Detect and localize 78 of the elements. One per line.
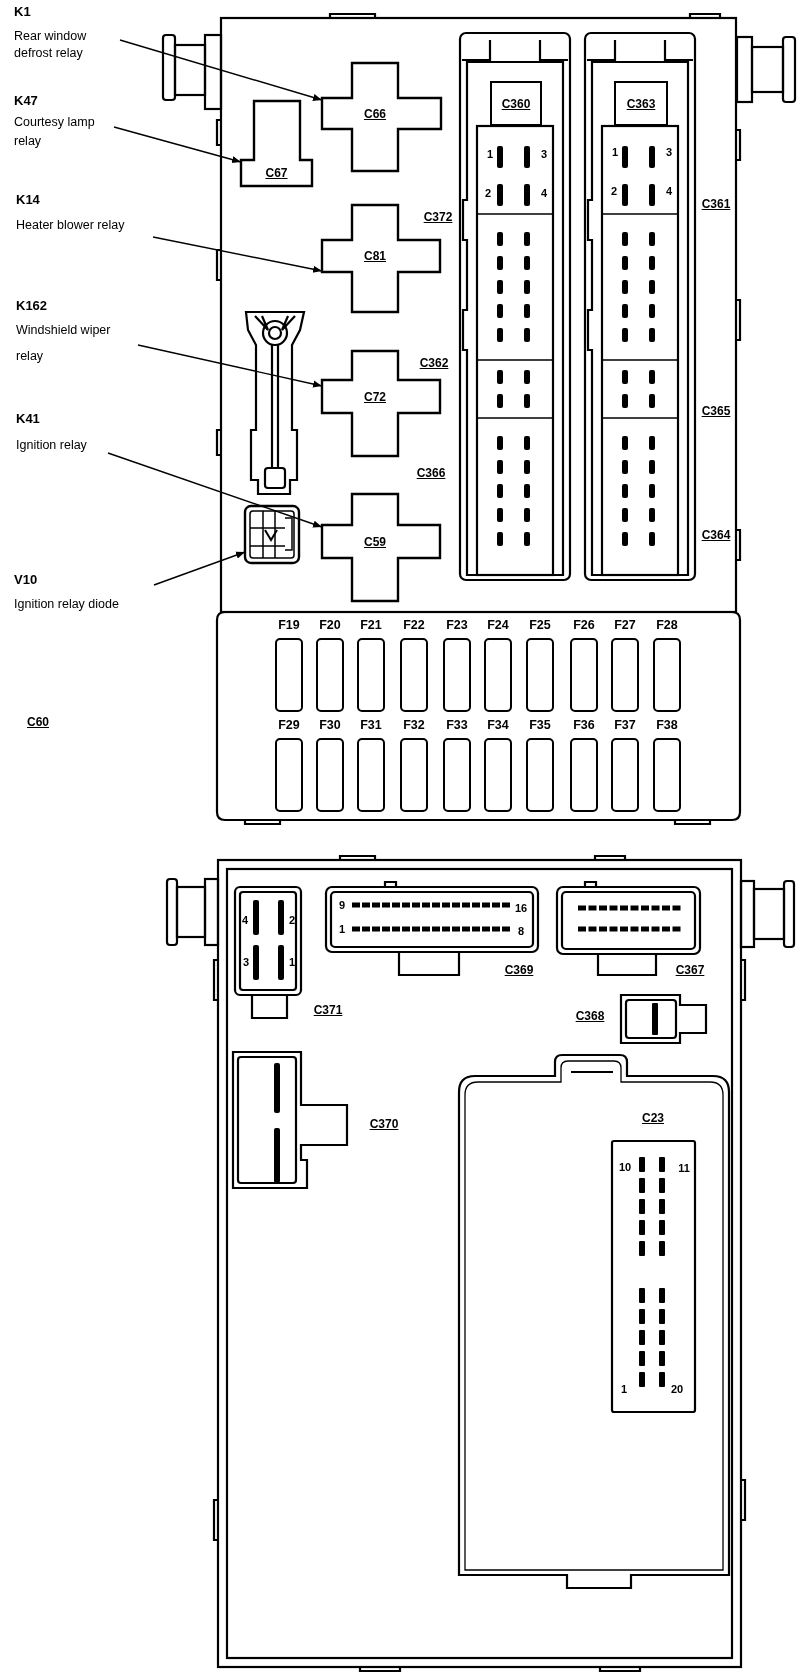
pin-number: 3 [665, 146, 673, 158]
connector-code: C72 [364, 390, 386, 403]
pin-number: 4 [665, 185, 673, 197]
part-description: Ignition relay diode [14, 596, 119, 613]
pin-number: 20 [670, 1383, 684, 1395]
part-description: Heater blower relay [16, 217, 125, 234]
fuse-number: F22 [402, 617, 426, 634]
pin-number: 1 [288, 956, 296, 968]
connector-code: C369 [504, 964, 534, 976]
pin-number: 4 [540, 187, 548, 199]
pin-number: 1 [611, 146, 619, 158]
pin-number: 2 [288, 914, 296, 926]
connector-code: C67 [265, 167, 288, 179]
part-description: Rear window defrost relay [14, 28, 88, 62]
fuse-number: F28 [655, 617, 679, 634]
connector-code: C365 [701, 405, 731, 417]
leader-line [152, 236, 323, 273]
part-code: K1 [14, 4, 31, 20]
connector-tag: C363 [614, 81, 668, 126]
part-code: K162 [16, 298, 48, 314]
fuse-number: F24 [486, 617, 510, 634]
pin-number: 3 [242, 956, 250, 968]
fuse-number: F23 [445, 617, 469, 634]
part-code: V10 [14, 572, 38, 588]
leader-line [153, 551, 246, 586]
connector-code: C371 [313, 1004, 343, 1016]
fuse-number: F36 [572, 717, 596, 734]
pin-number: 2 [610, 185, 618, 197]
connector-code: C361 [701, 198, 731, 210]
fuse-number: F35 [528, 717, 552, 734]
fuse-number: F38 [655, 717, 679, 734]
pin-number: 11 [678, 1162, 690, 1174]
pin-number: 10 [618, 1161, 632, 1173]
fuse-number: F31 [359, 717, 383, 734]
connector-code: C372 [423, 211, 453, 223]
fuse-number: F32 [402, 717, 426, 734]
connector-code: C370 [369, 1118, 399, 1130]
fuse-number: F33 [445, 717, 469, 734]
fuse-number: F20 [318, 617, 342, 634]
connector-code: C362 [419, 357, 449, 369]
part-code: K41 [16, 411, 40, 427]
connector-code: C366 [416, 467, 446, 479]
fuse-number: F30 [318, 717, 342, 734]
fuse-number: F34 [486, 717, 510, 734]
pin-number: 8 [517, 925, 525, 937]
pin-number: 1 [338, 923, 346, 935]
connector-code: C23 [642, 1112, 664, 1124]
connector-tag: C360 [490, 81, 542, 126]
fuse-number: F19 [277, 617, 301, 634]
pin-number: 2 [484, 187, 492, 199]
part-code: K47 [14, 93, 38, 109]
fuse-number: F37 [613, 717, 637, 734]
fuse-number: F27 [613, 617, 637, 634]
pin-number: 1 [620, 1383, 628, 1395]
connector-code: C59 [364, 535, 386, 548]
connector-code: C60 [27, 716, 49, 728]
fuse-number: F29 [277, 717, 301, 734]
connector-code: C81 [364, 250, 386, 262]
part-description: Ignition relay [16, 437, 87, 454]
leader-line [113, 126, 242, 164]
fuse-number: F26 [572, 617, 596, 634]
pin-number: 3 [540, 148, 548, 160]
connector-code: C367 [675, 964, 705, 976]
part-description: Windshield wiper relay [16, 322, 112, 365]
leader-line [107, 452, 323, 528]
fuse-number: F21 [359, 617, 383, 634]
part-code: K14 [16, 192, 40, 208]
pin-number: 9 [338, 899, 346, 911]
pin-number: 1 [486, 148, 494, 160]
leader-line [137, 344, 323, 388]
connector-code: C66 [364, 107, 386, 120]
pin-number: 16 [514, 902, 528, 914]
fuse-number: F25 [528, 617, 552, 634]
pin-number: 4 [241, 914, 249, 926]
connector-code: C364 [701, 529, 731, 541]
part-description: Courtesy lamp relay [14, 114, 96, 150]
leader-line [119, 39, 323, 101]
connector-code: C368 [575, 1010, 605, 1022]
